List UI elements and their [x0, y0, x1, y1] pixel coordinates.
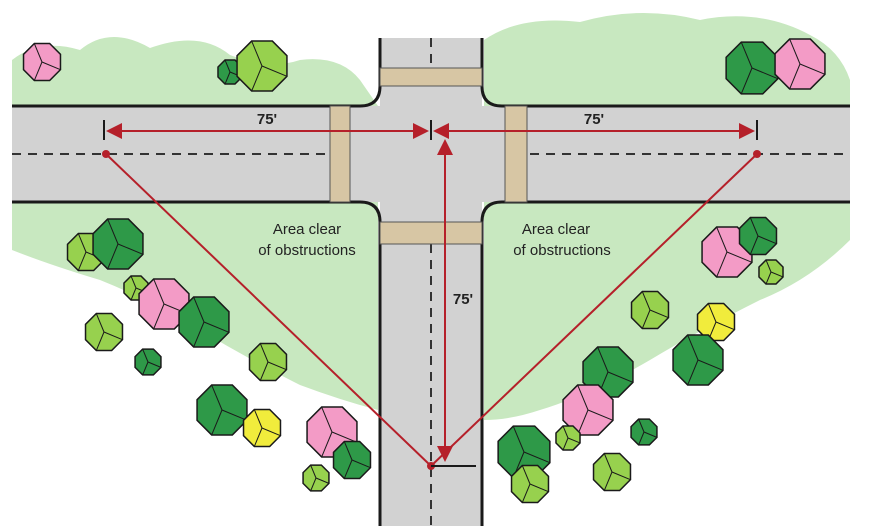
tree-dark-green-icon — [332, 440, 372, 480]
zone-label-left-line1: Area clear — [273, 221, 341, 238]
tree-pink-icon — [774, 38, 826, 90]
tree-group-bottom-left — [66, 218, 372, 492]
tree-dark-green-icon — [92, 218, 144, 270]
tree-pink-icon — [562, 384, 614, 436]
tree-group-top-right — [725, 38, 826, 95]
tree-light-green-icon — [248, 342, 288, 382]
crosswalk-left — [329, 105, 351, 203]
tree-pink-icon — [22, 42, 62, 82]
tree-yellow-icon — [242, 408, 282, 448]
tree-pink-icon — [138, 278, 190, 330]
dim-label-down: 75' — [453, 291, 473, 308]
sight-point-right — [753, 150, 761, 158]
dimension-lines: 75' 75' 75' — [103, 111, 758, 462]
grass-top-left — [12, 36, 378, 106]
tree-dark-green-icon — [738, 216, 778, 256]
tree-light-green-icon — [510, 464, 550, 504]
dim-label-right: 75' — [584, 111, 604, 128]
sight-point-left — [102, 150, 110, 158]
tree-light-green-icon — [758, 259, 784, 285]
tree-dark-green-icon — [725, 41, 779, 95]
tree-light-green-icon — [630, 290, 670, 330]
dim-label-left: 75' — [257, 111, 277, 128]
tree-light-green-icon — [555, 425, 581, 451]
tree-dark-green-icon — [134, 348, 162, 376]
tree-light-green-icon — [592, 452, 632, 492]
sight-line-right-diagonal — [430, 153, 758, 467]
tree-dark-green-icon — [630, 418, 658, 446]
zone-label-left-line2: of obstructions — [258, 242, 356, 259]
tree-dark-green-icon — [672, 334, 724, 386]
tree-group-bottom-right — [497, 216, 784, 504]
zone-label-right-line1: Area clear — [522, 221, 590, 238]
tree-dark-green-icon — [178, 296, 230, 348]
sight-lines — [102, 150, 761, 470]
crosswalk-top — [379, 67, 483, 87]
zone-label-right-line2: of obstructions — [513, 242, 611, 259]
tree-light-green-icon — [302, 464, 330, 492]
tree-light-green-icon — [84, 312, 124, 352]
zone-labels: Area clear of obstructions Area clear of… — [258, 221, 611, 259]
tree-group-top-left — [22, 40, 288, 92]
sight-line-left-diagonal — [105, 153, 432, 467]
trees — [22, 38, 826, 504]
tree-dark-green-icon — [196, 384, 248, 436]
crosswalk-right — [504, 105, 528, 203]
crosswalk-bottom — [379, 221, 483, 245]
tree-light-green-icon — [236, 40, 288, 92]
